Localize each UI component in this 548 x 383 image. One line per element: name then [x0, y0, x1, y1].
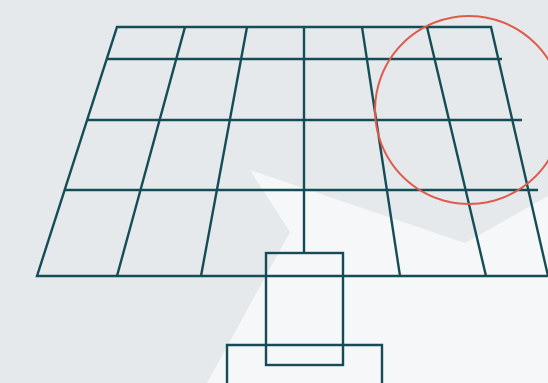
- illustration-canvas: [0, 0, 548, 383]
- solar-panel-illustration: [0, 0, 548, 383]
